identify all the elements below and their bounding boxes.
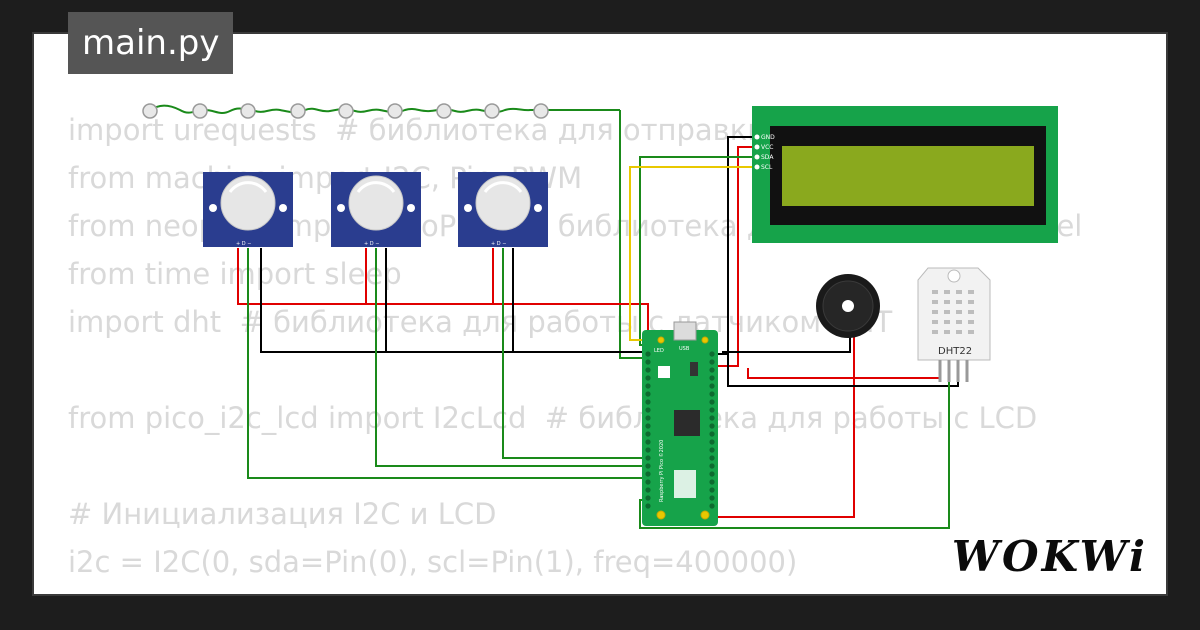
pico-pin[interactable] — [645, 359, 651, 365]
neopixel-strip[interactable] — [142, 103, 620, 119]
buzzer[interactable] — [816, 274, 880, 338]
raspberry-pi-pico[interactable]: USB LED Raspberry Pi Pico ©2020 — [642, 321, 718, 526]
pico-pin[interactable] — [645, 391, 651, 397]
pico-pin[interactable] — [645, 479, 651, 485]
pico-pin[interactable] — [709, 407, 715, 413]
pico-pin[interactable] — [709, 479, 715, 485]
lcd-pin-scl: SCL — [761, 164, 773, 171]
pico-pin[interactable] — [709, 391, 715, 397]
file-tab[interactable]: main.py — [68, 12, 234, 74]
pico-pin[interactable] — [645, 439, 651, 445]
code-line: I2C_ADDR = i2c.scan()[0] — [68, 586, 1082, 594]
usb-port — [673, 321, 697, 341]
dht22-label: DHT22 — [938, 346, 972, 357]
pico-board-label: Raspberry Pi Pico ©2020 — [658, 440, 665, 502]
pico-pin[interactable] — [645, 487, 651, 493]
neopixel-led — [290, 103, 306, 119]
pico-pin[interactable] — [709, 503, 715, 509]
code-line: from time import sleep — [68, 257, 402, 291]
pir-sensor-2[interactable]: + D − — [331, 172, 421, 247]
pico-pin[interactable] — [709, 351, 715, 357]
pir-sensor-1[interactable]: + D − — [203, 172, 293, 247]
pico-pin[interactable] — [645, 423, 651, 429]
file-tab-label: main.py — [82, 23, 220, 63]
pico-pin[interactable] — [645, 463, 651, 469]
neopixel-led — [142, 103, 158, 119]
pico-pin[interactable] — [709, 383, 715, 389]
pico-pin[interactable] — [645, 399, 651, 405]
pico-pin[interactable] — [709, 423, 715, 429]
pico-pin[interactable] — [645, 431, 651, 437]
lcd-display[interactable]: GND VCC SDA SCL — [752, 106, 1058, 243]
pico-pin[interactable] — [709, 495, 715, 501]
lcd-pin-vcc: VCC — [761, 144, 773, 151]
neopixel-led — [436, 103, 452, 119]
pico-pin[interactable] — [645, 351, 651, 357]
neopixel-led — [192, 103, 208, 119]
code-line: # Инициализация I2C и LCD — [68, 497, 497, 531]
lcd-pin-sda: SDA — [761, 154, 774, 161]
neopixel-led — [240, 103, 256, 119]
code-line: i2c = I2C(0, sda=Pin(0), scl=Pin(1), fre… — [68, 545, 798, 579]
pico-pin[interactable] — [709, 447, 715, 453]
pico-pin[interactable] — [709, 415, 715, 421]
pico-pin[interactable] — [645, 383, 651, 389]
pico-pin[interactable] — [645, 407, 651, 413]
pico-pin[interactable] — [645, 415, 651, 421]
pico-pin[interactable] — [709, 487, 715, 493]
pico-pin[interactable] — [709, 455, 715, 461]
pico-pin[interactable] — [645, 495, 651, 501]
pico-pin[interactable] — [709, 399, 715, 405]
rp2040-chip — [674, 410, 700, 436]
neopixel-led — [338, 103, 354, 119]
pir-pin-labels: + D − — [491, 241, 506, 247]
pico-pin[interactable] — [645, 471, 651, 477]
pir-pin-labels: + D − — [364, 241, 379, 247]
pico-pin[interactable] — [709, 431, 715, 437]
neopixel-led — [387, 103, 403, 119]
pico-pin[interactable] — [645, 447, 651, 453]
pico-pin[interactable] — [709, 463, 715, 469]
pico-pin[interactable] — [709, 471, 715, 477]
pir-pin-labels: + D − — [236, 241, 251, 247]
lcd-screen — [782, 146, 1034, 206]
dht22-sensor[interactable]: DHT22 — [917, 267, 991, 382]
code-line: import urequests # библиотека для отправ… — [68, 113, 767, 147]
lcd-pin-gnd: GND — [761, 134, 775, 141]
pico-pin[interactable] — [645, 455, 651, 461]
pico-pin[interactable] — [645, 503, 651, 509]
wokwi-logo: WOKWi — [951, 532, 1148, 581]
pico-pin[interactable] — [645, 367, 651, 373]
pico-pin[interactable] — [709, 439, 715, 445]
usb-label: USB — [679, 346, 690, 352]
code-line: from pico_i2c_lcd import I2cLcd # библио… — [68, 401, 1038, 435]
pico-pin[interactable] — [709, 359, 715, 365]
pico-pin[interactable] — [645, 375, 651, 381]
neopixel-led — [533, 103, 549, 119]
led-label: LED — [654, 348, 664, 354]
neopixel-led — [484, 103, 500, 119]
pico-pin[interactable] — [709, 375, 715, 381]
pico-pin[interactable] — [709, 367, 715, 373]
pir-sensor-3[interactable]: + D − — [458, 172, 548, 247]
